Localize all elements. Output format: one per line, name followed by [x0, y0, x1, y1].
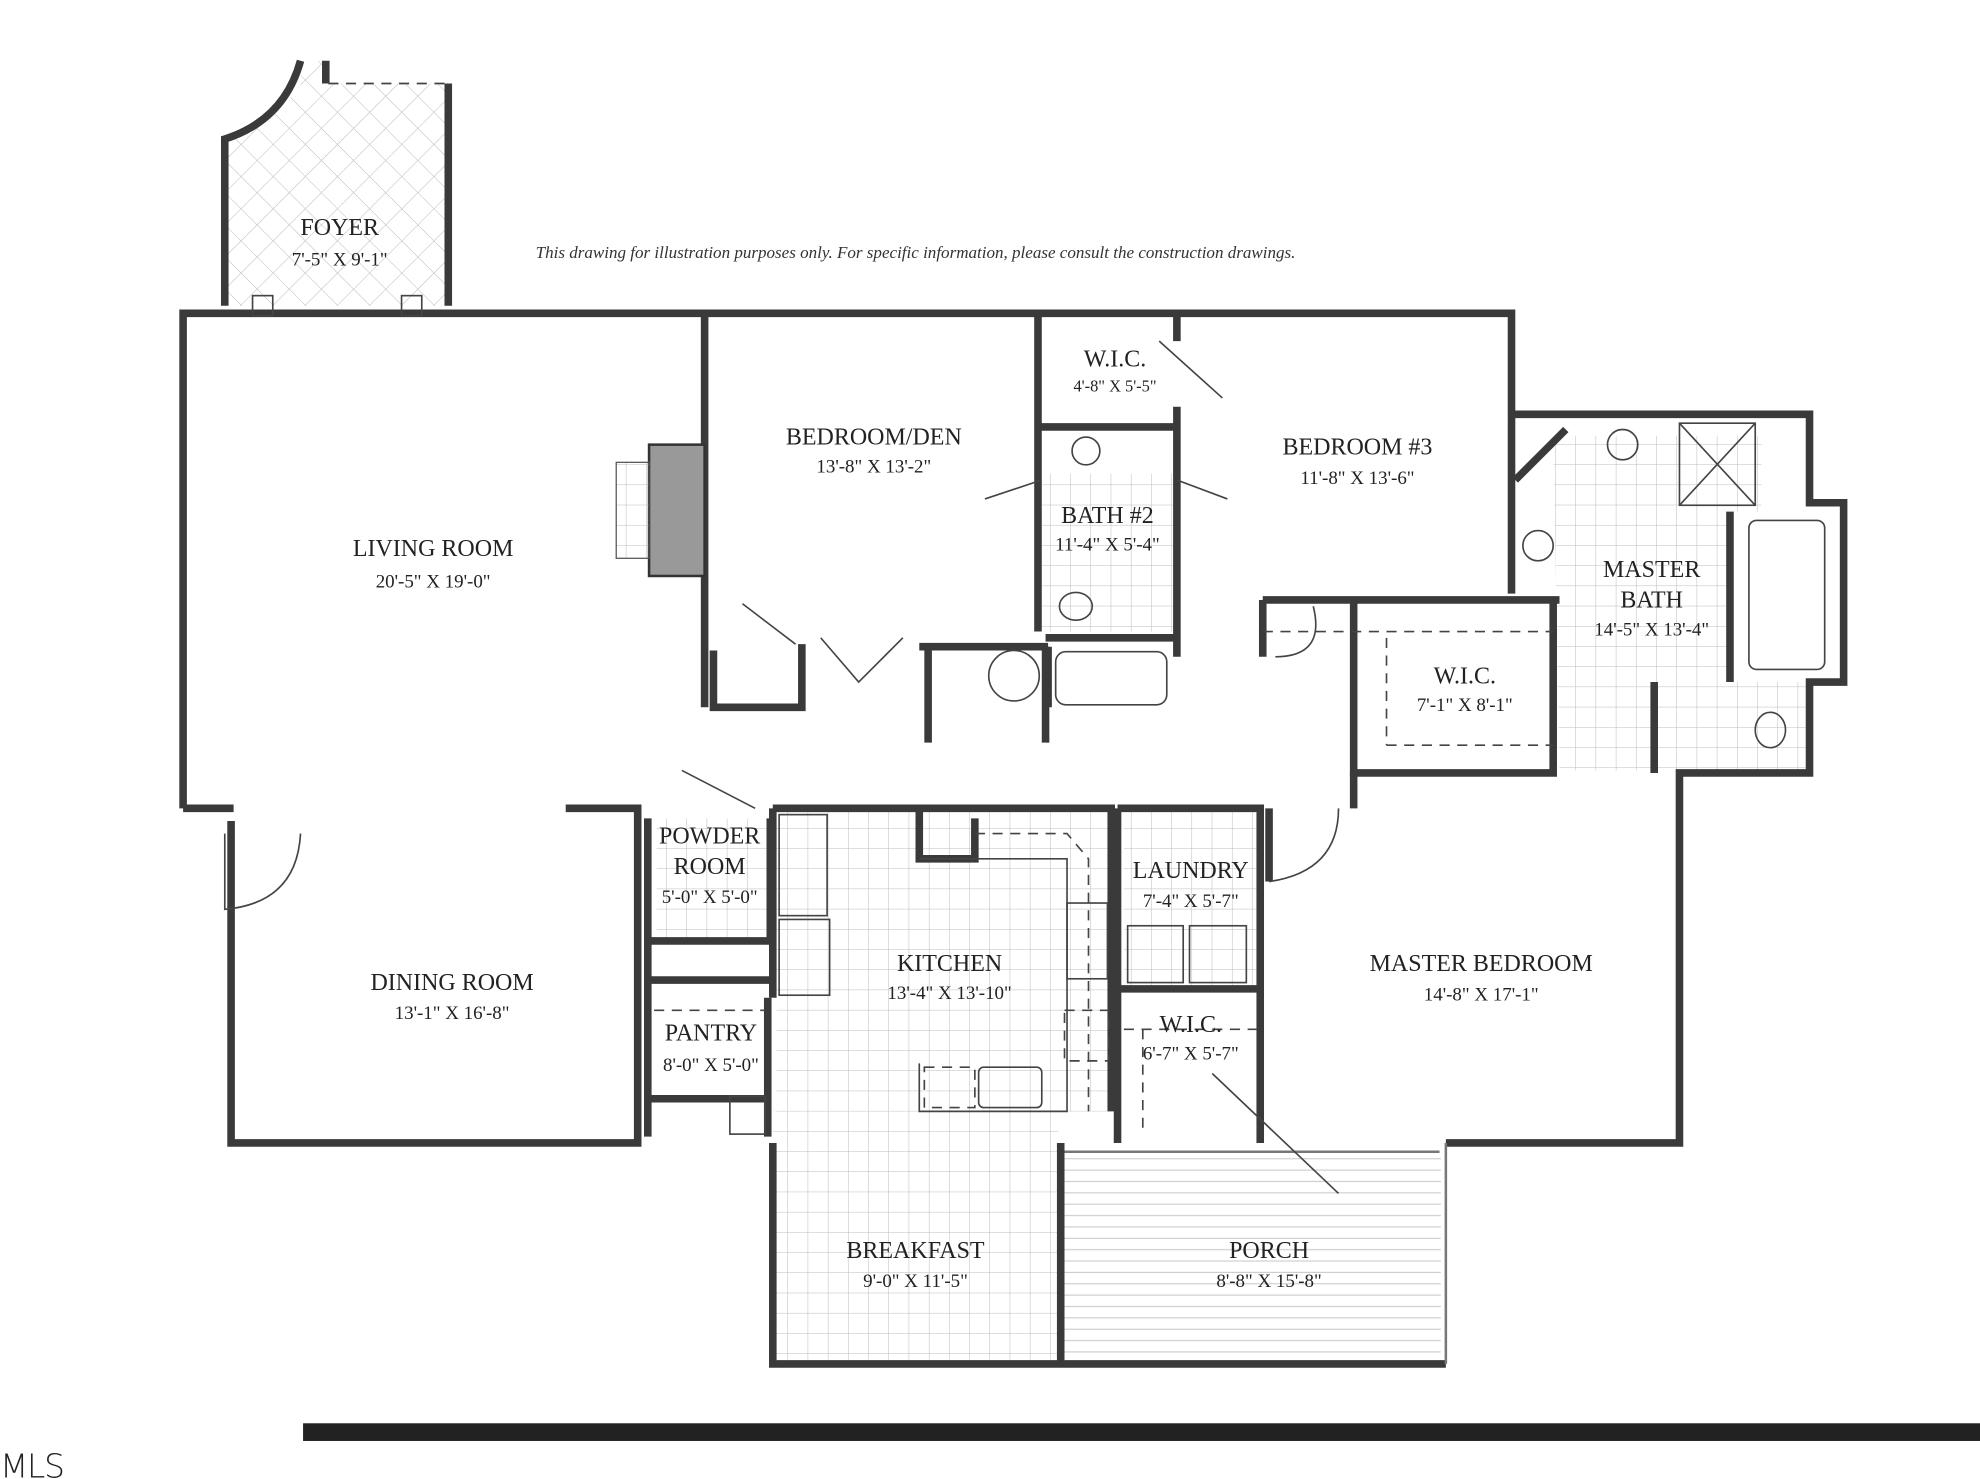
room-name-wic-3: W.I.C.: [1160, 1012, 1222, 1038]
room-name-bedroom-den: BEDROOM/DEN: [786, 425, 962, 451]
room-dims-living-room: 20'-5" X 19'-0": [376, 571, 491, 592]
room-name-wic-1: W.I.C.: [1084, 346, 1146, 372]
room-dims-bath-2: 11'-4" X 5'-4": [1055, 535, 1160, 556]
room-dims-wic-2: 7'-1" X 8'-1": [1417, 695, 1513, 716]
room-dims-foyer: 7'-5" X 9'-1": [292, 249, 388, 270]
room-dims-master-bedroom: 14'-8" X 17'-1": [1424, 984, 1539, 1005]
room-name-porch: PORCH: [1229, 1238, 1309, 1264]
room-dims-porch: 8'-8" X 15'-8": [1216, 1271, 1321, 1292]
room-dims-powder-room: 5'-0" X 5'-0": [662, 887, 758, 908]
scan-edge-bar: [303, 1423, 1980, 1441]
room-name-master-bath: MASTER: [1603, 557, 1700, 583]
room-dims-master-bath: 14'-5" X 13'-4": [1594, 619, 1709, 640]
room-name-living-room: LIVING ROOM: [353, 536, 514, 562]
room-name-powder-room: POWDER: [659, 824, 760, 850]
room-dims-pantry: 8'-0" X 5'-0": [663, 1055, 759, 1076]
room-name-wic-2: W.I.C.: [1434, 663, 1496, 689]
room-dims-wic-1: 4'-8" X 5'-5": [1073, 377, 1156, 396]
room-name-master-bath-2: BATH: [1620, 588, 1683, 614]
room-dims-dining-room: 13'-1" X 16'-8": [395, 1003, 510, 1024]
room-dims-wic-3: 6'-7" X 5'-7": [1143, 1044, 1239, 1065]
room-name-bath-2: BATH #2: [1061, 503, 1154, 529]
room-name-breakfast: BREAKFAST: [846, 1238, 985, 1264]
room-name-foyer: FOYER: [300, 215, 379, 241]
room-name-powder-room-2: ROOM: [674, 854, 746, 880]
room-name-kitchen: KITCHEN: [897, 951, 1002, 977]
room-dims-bedroom-3: 11'-8" X 13'-6": [1300, 468, 1414, 489]
walls: [179, 59, 1848, 1368]
mls-watermark: MLS: [0, 1448, 64, 1479]
room-name-dining-room: DINING ROOM: [370, 970, 533, 996]
room-name-master-bedroom: MASTER BEDROOM: [1370, 951, 1593, 977]
room-name-pantry: PANTRY: [665, 1021, 757, 1047]
disclaimer-note: This drawing for illustration purposes o…: [536, 243, 1296, 262]
room-labels: FOYER 7'-5" X 9'-1" LIVING ROOM 20'-5" X…: [292, 215, 1709, 1292]
room-dims-breakfast: 9'-0" X 11'-5": [863, 1271, 968, 1292]
room-dims-kitchen: 13'-4" X 13'-10": [887, 983, 1011, 1004]
room-dims-laundry: 7'-4" X 5'-7": [1143, 891, 1239, 912]
room-name-laundry: LAUNDRY: [1133, 858, 1249, 884]
room-dims-bedroom-den: 13'-8" X 13'-2": [816, 456, 931, 477]
room-name-bedroom-3: BEDROOM #3: [1283, 435, 1433, 461]
